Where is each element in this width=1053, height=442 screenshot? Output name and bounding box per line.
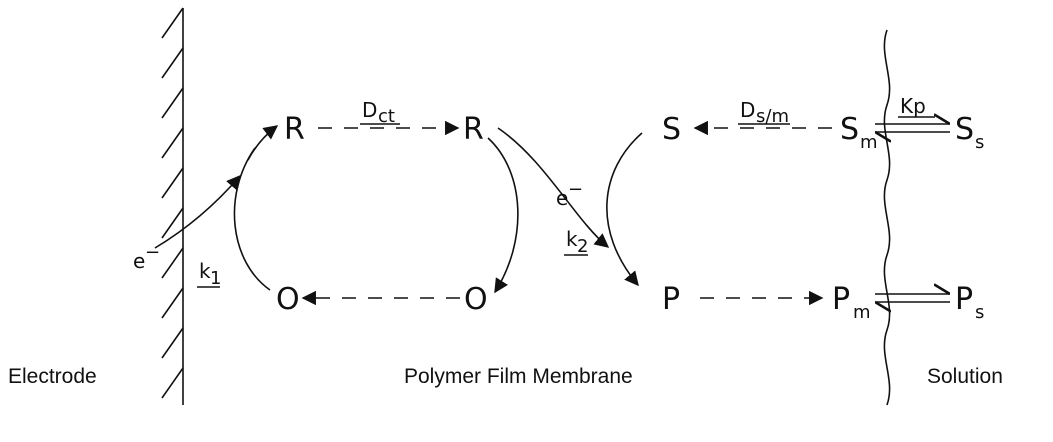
left-cycle-arrow-to-R (247, 125, 279, 161)
species-P-m-subscript: m (853, 302, 871, 323)
region-electrode-label: Electrode (8, 365, 97, 388)
electron-injection-arrow (154, 174, 241, 249)
region-membrane-label: Polymer Film Membrane (404, 365, 633, 388)
species-P-m: P (832, 282, 850, 317)
diffusion-Dct-subscript: ct (378, 106, 395, 127)
diffusion-Dct-label: D (362, 98, 377, 122)
electron-right-superscript: − (568, 179, 583, 200)
rate-k1-label: k (199, 259, 211, 283)
species-S: S (662, 112, 681, 147)
electron-transfer-arrow-k2 (497, 127, 610, 248)
electron-left-superscript: − (145, 242, 160, 263)
left-cycle-arc-up (233, 147, 271, 291)
product-partition-equilibrium (875, 294, 950, 302)
species-P-s-subscript: s (975, 302, 984, 323)
species-R-left: R (284, 112, 305, 147)
species-S-s: S (955, 112, 974, 147)
diffusion-Dsm-subscript: s/m (756, 106, 789, 127)
substrate-to-product-arc (606, 132, 643, 287)
species-P: P (662, 282, 680, 317)
species-S-s-subscript: s (975, 132, 984, 153)
species-S-m-subscript: m (860, 132, 878, 153)
species-R-right: R (463, 112, 484, 147)
interface-wavy-line (883, 29, 891, 406)
partition-Kp-label: Kp (900, 94, 926, 118)
species-O-left: O (276, 282, 300, 317)
diffusion-Dsm-label: D (740, 98, 755, 122)
middle-cycle-arc-down (487, 137, 519, 294)
electrode-wall (161, 7, 184, 405)
substrate-partition-equilibrium (875, 124, 950, 132)
rate-k2-subscript: 2 (577, 236, 588, 257)
species-P-s: P (955, 282, 973, 317)
species-O-right: O (464, 282, 488, 317)
electron-left-label: e (133, 249, 145, 273)
region-solution-label: Solution (927, 365, 1003, 388)
rate-k2-label: k (566, 227, 578, 251)
electron-right-label: e (556, 186, 568, 210)
rate-k1-subscript: 1 (210, 268, 221, 289)
electrode-hatching (161, 7, 184, 399)
species-S-m: S (840, 112, 859, 147)
